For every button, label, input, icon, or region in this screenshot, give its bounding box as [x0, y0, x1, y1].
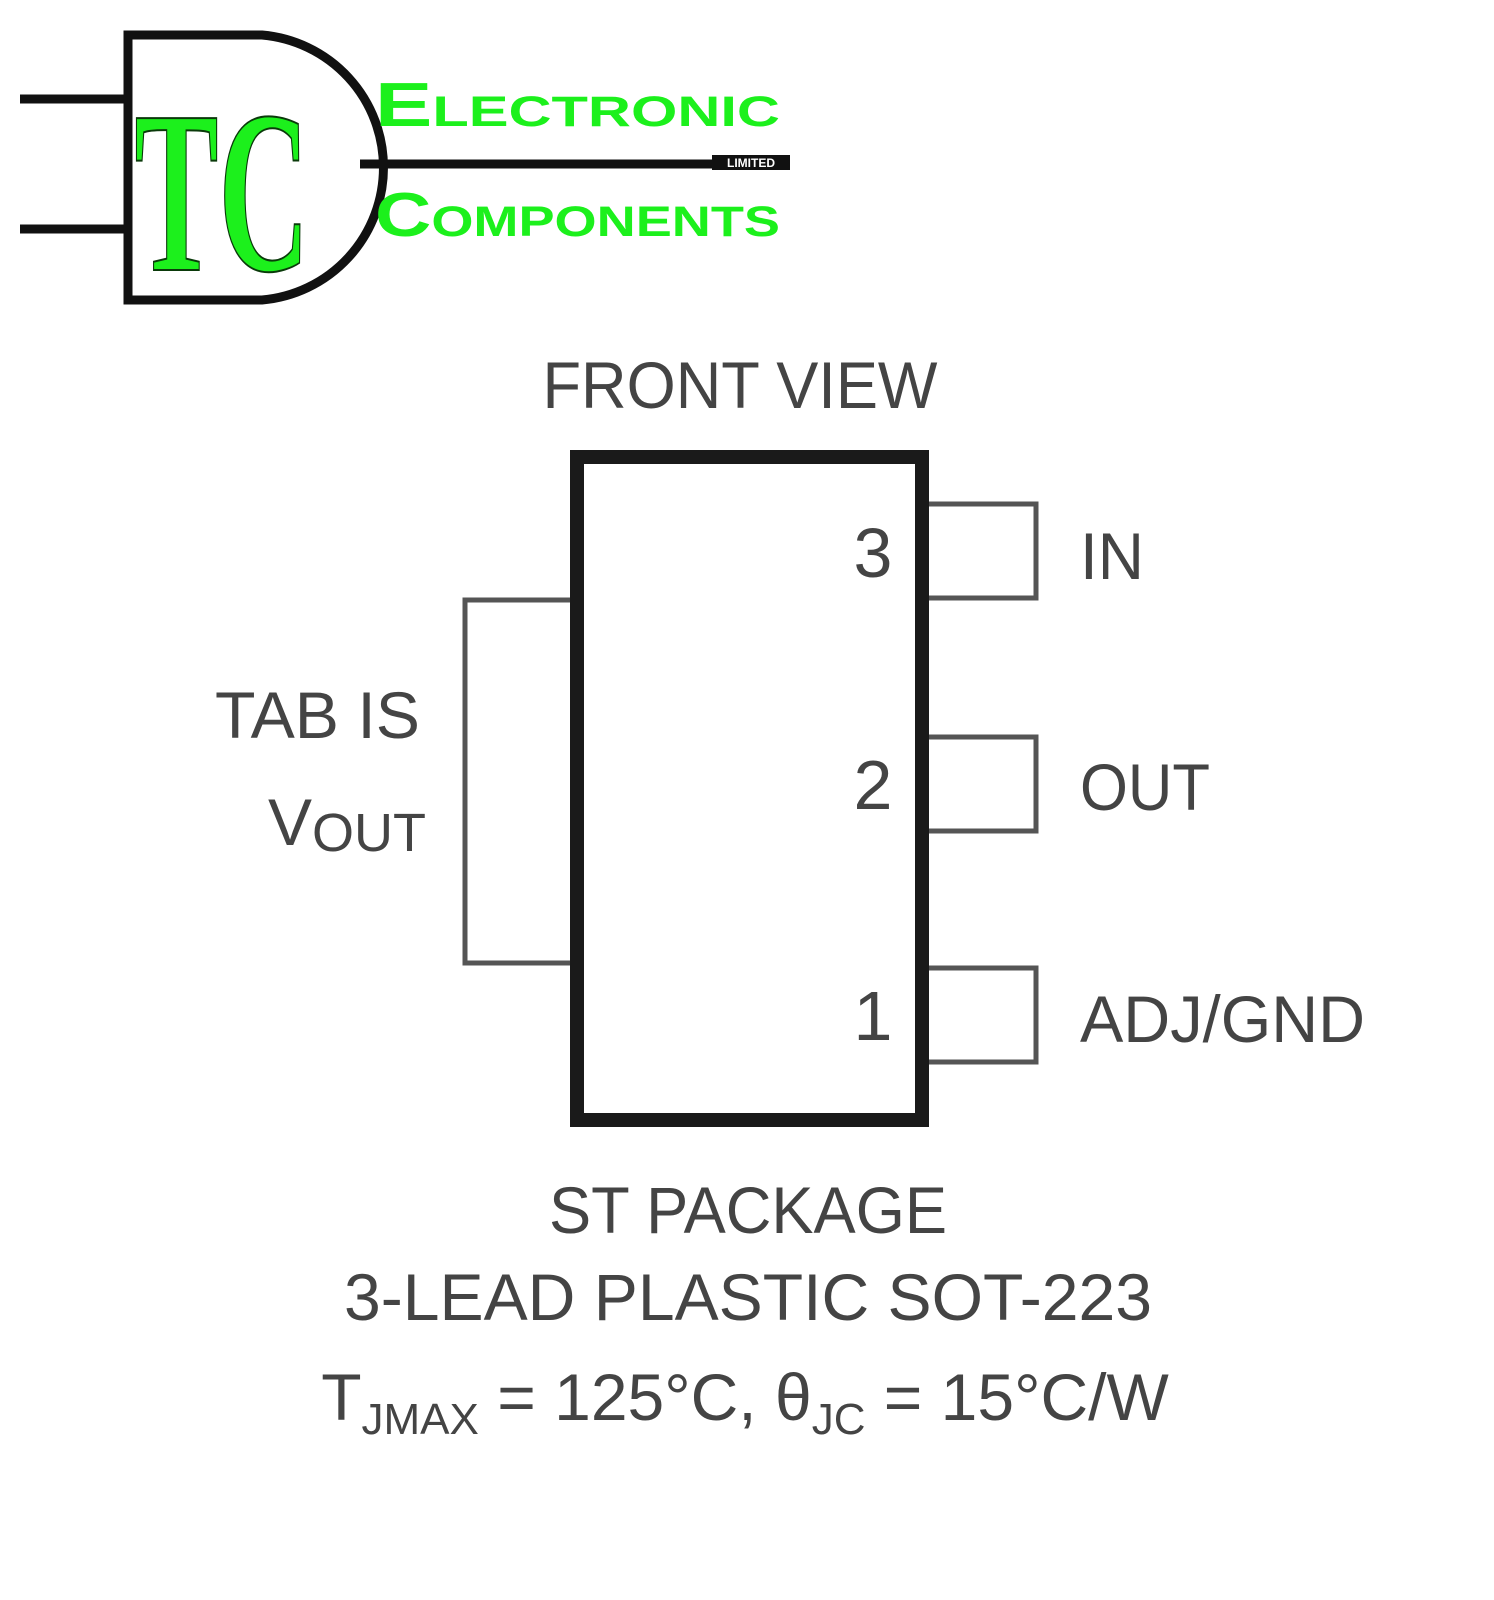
logo-line2: Components: [375, 181, 780, 250]
pin-1-lead: [919, 965, 1039, 1065]
package-body: [570, 450, 929, 1127]
tab-label-sub: OUT: [312, 803, 426, 863]
tab-label-line2: VOUT: [268, 785, 426, 863]
thermal-spec: TJMAX = 125°C, θJC = 15°C/W: [321, 1360, 1169, 1444]
logo-initials: TC: [135, 64, 310, 321]
pin-1-number: 1: [854, 977, 893, 1055]
theta-subscript: JC: [812, 1395, 866, 1444]
tab-label-v: V: [268, 785, 312, 859]
logo-tagline-bg: [712, 155, 790, 170]
pin-3-number: 3: [854, 514, 893, 592]
tjmax-symbol: T: [321, 1360, 361, 1434]
pin-2-number: 2: [854, 746, 893, 824]
pin-3-name: IN: [1080, 519, 1144, 593]
logo-d-outline: [123, 30, 388, 305]
company-logo: LIMITED TC Electronic Components: [20, 30, 790, 322]
sot223-front-view: FRONT VIEW 3 2 1 IN OUT ADJ/GND TAB IS V…: [215, 348, 1365, 1444]
logo-tagline: LIMITED: [727, 156, 775, 170]
view-title: FRONT VIEW: [543, 348, 939, 422]
tab-outline: [462, 597, 580, 966]
tjmax-value: = 125°C,: [479, 1360, 775, 1434]
pin-3-lead: [919, 501, 1039, 601]
theta-symbol: θ: [775, 1360, 812, 1434]
package-name: ST PACKAGE: [549, 1173, 947, 1247]
logo-line1: Electronic: [375, 71, 780, 140]
pin-2-name: OUT: [1080, 750, 1210, 824]
tab-label-line1: TAB IS: [215, 678, 420, 752]
tjmax-subscript: JMAX: [362, 1395, 479, 1444]
theta-value: = 15°C/W: [865, 1360, 1169, 1434]
pin-1-name: ADJ/GND: [1080, 982, 1365, 1056]
pin-2-lead: [919, 734, 1039, 834]
package-description: 3-LEAD PLASTIC SOT-223: [344, 1260, 1152, 1334]
